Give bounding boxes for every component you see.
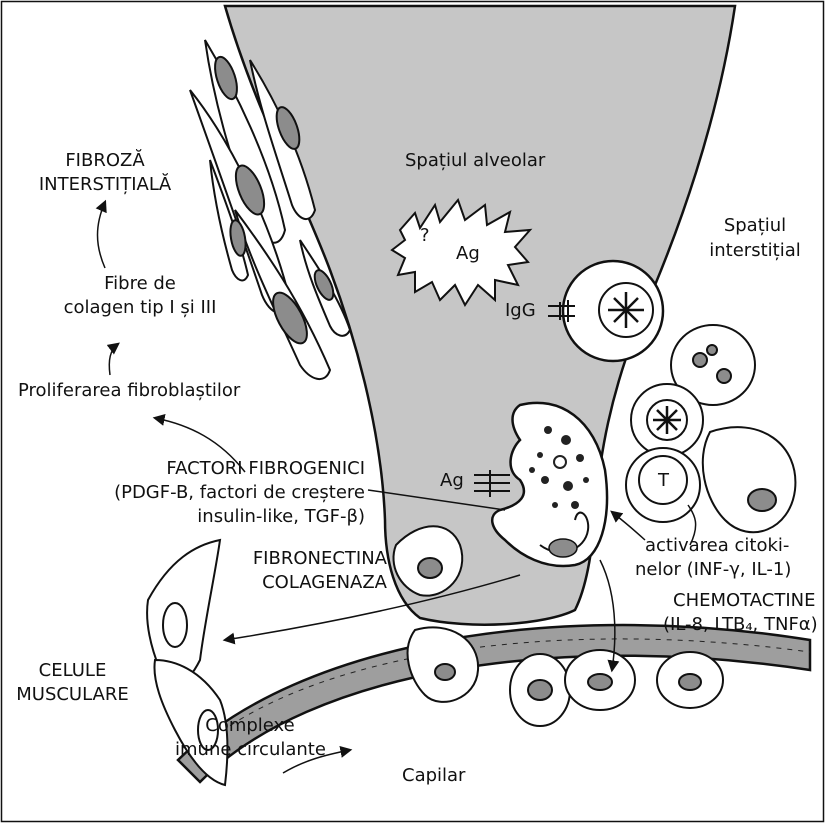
- antigen-label: Ag: [456, 243, 480, 265]
- fibrosis-label-1: FIBROZĂ: [20, 150, 190, 172]
- chemotactin-label-1: CHEMOTACTINE: [673, 590, 815, 612]
- cytokine-label-2: nelor (INF-γ, IL-1): [635, 559, 791, 581]
- igg-label: IgG: [505, 300, 536, 322]
- interstitial-space-label-1: Spațiul: [700, 215, 810, 237]
- complexes-label-1: Complexe: [175, 715, 325, 737]
- antigen-label-2: Ag: [440, 470, 464, 492]
- collagen-label-1: Fibre de: [40, 273, 240, 295]
- t-cell-label: T: [658, 470, 669, 492]
- fibrogenic-factors-label-1: FACTORI FIBROGENICI: [70, 458, 365, 480]
- question-mark: ?: [420, 225, 430, 247]
- fibrosis-label-2: INTERSTIȚIALĂ: [20, 174, 190, 196]
- collagenase-label: COLAGENAZA: [200, 572, 387, 594]
- fibrogenic-factors-label-2: (PDGF-B, factori de creștere: [70, 482, 365, 504]
- complexes-label-2: imune circulante: [175, 739, 325, 761]
- fibrogenic-factors-label-3: insulin-like, TGF-β): [70, 506, 365, 528]
- chemotactin-label-2: (IL-8, LTB₄, TNFα): [663, 614, 818, 636]
- proliferation-label: Proliferarea fibroblaștilor: [18, 380, 240, 402]
- alveolar-space-label: Spațiul alveolar: [405, 150, 545, 172]
- muscle-cells-label-2: MUSCULARE: [10, 684, 135, 706]
- fibronectin-label: FIBRONECTINA: [200, 548, 387, 570]
- capillary-label: Capilar: [402, 765, 465, 787]
- collagen-label-2: colagen tip I și III: [40, 297, 240, 319]
- muscle-cells-label-1: CELULE: [10, 660, 135, 682]
- interstitial-space-label-2: interstițial: [700, 240, 810, 262]
- cytokine-label-1: activarea citoki-: [645, 535, 789, 557]
